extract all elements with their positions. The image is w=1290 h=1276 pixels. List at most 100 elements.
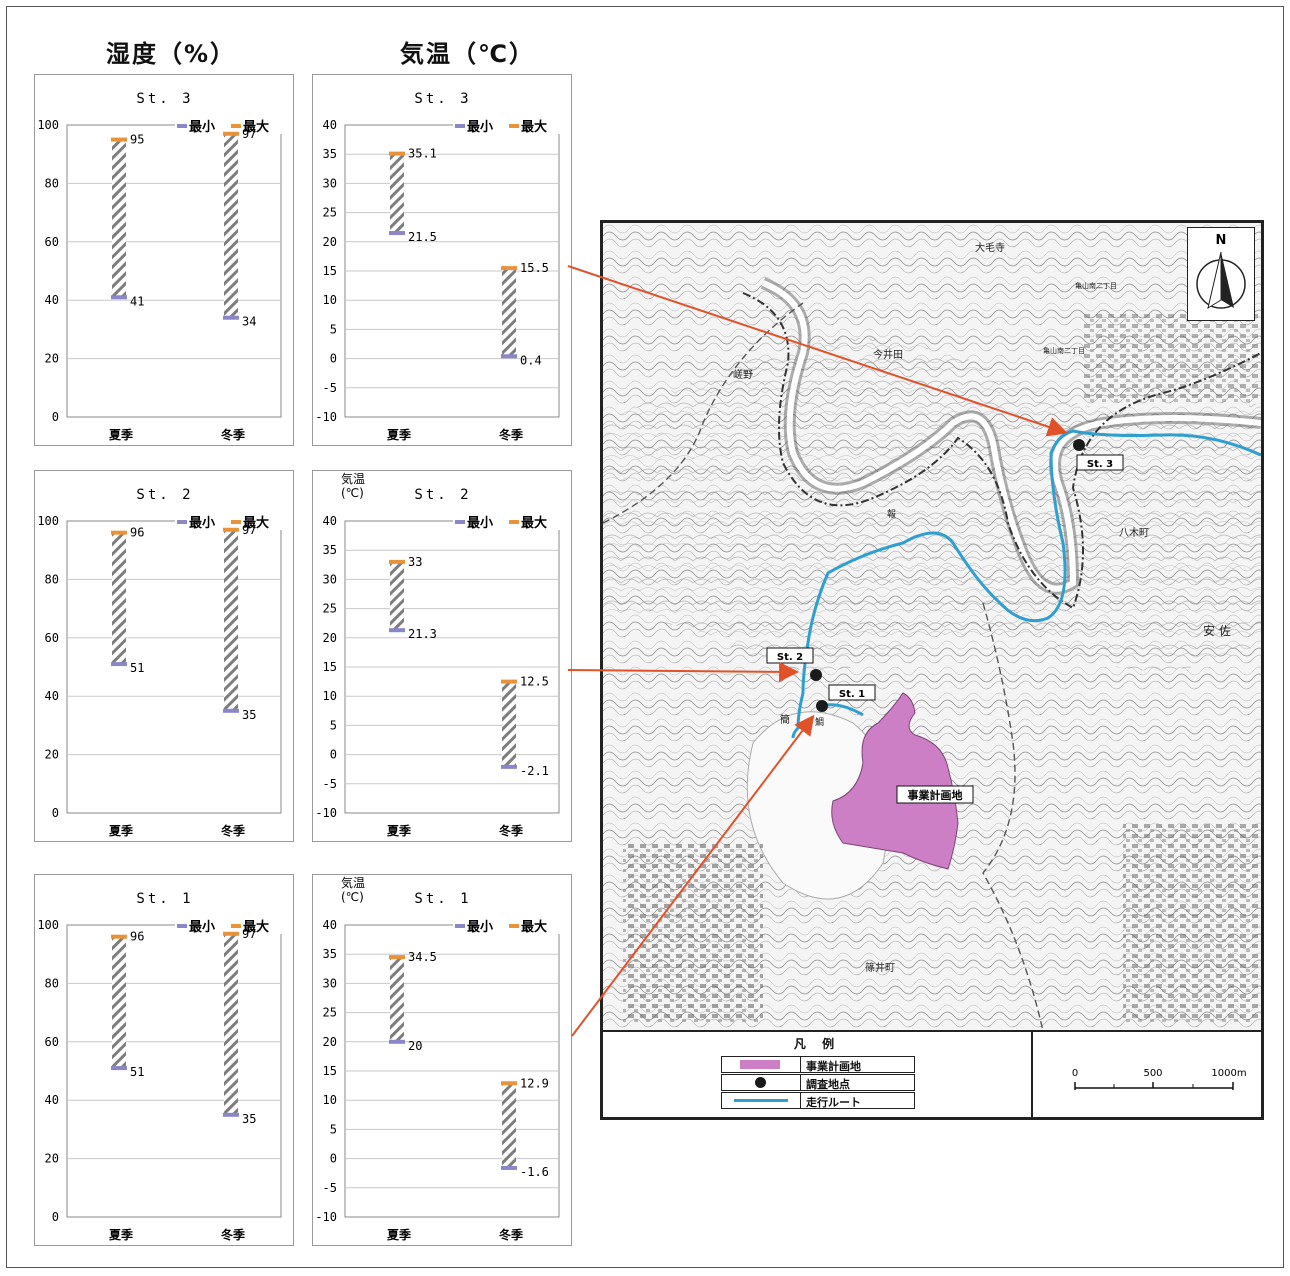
y-tick-label: 0 (330, 352, 337, 366)
station-st2-label: St. 2 (777, 652, 803, 663)
y-tick-label: 35 (323, 947, 337, 961)
y-tick-label: 35 (323, 147, 337, 161)
y-tick-label: 100 (37, 118, 59, 132)
place-name: 亀山南二丁目 (1075, 281, 1117, 290)
plan-area-label-box (896, 785, 974, 804)
compass-needle-right (1221, 252, 1234, 308)
range-bar (390, 561, 404, 631)
max-marker (389, 559, 405, 564)
station-st3-label: St. 3 (1087, 459, 1113, 470)
legend-background (175, 514, 283, 530)
temperature-chart-st2-svg: -10-50510152025303540St. 2気温(℃)最小最大3321.… (315, 471, 561, 838)
legend-background (175, 918, 283, 934)
min-data-label: 34 (242, 315, 256, 329)
temperature-chart-st1-svg: -10-50510152025303540St. 1気温(℃)最小最大34.52… (315, 875, 561, 1242)
max-marker (223, 527, 239, 532)
y-tick-label: 10 (323, 689, 337, 703)
scale-bar: 0 500 1000m (1033, 1032, 1261, 1117)
legend-label-max: 最大 (243, 919, 269, 935)
y-tick-label: 10 (323, 293, 337, 307)
plot-area (66, 124, 282, 418)
x-tick-label: 夏季 (109, 1227, 134, 1242)
y-tick-label: 25 (323, 602, 337, 616)
max-data-label: 33 (408, 555, 422, 569)
x-tick-label: 夏季 (109, 823, 134, 838)
station-st1-point (816, 700, 828, 712)
driving-route (791, 429, 1261, 739)
y-tick-label: 20 (323, 235, 337, 249)
y-tick-label: -5 (323, 381, 337, 395)
legend-box: 凡 例 事業計画地 調査地点 走行ルート (603, 1032, 1033, 1117)
min-marker (501, 1165, 517, 1170)
x-tick-label: 冬季 (221, 1227, 246, 1242)
max-data-label: 97 (242, 927, 256, 941)
y-tick-label: 40 (45, 1093, 59, 1107)
y-tick-label: 25 (323, 1006, 337, 1020)
legend-label-max: 最大 (521, 919, 547, 935)
legend-label-max: 最大 (243, 515, 269, 531)
plan-area-label: 事業計画地 (908, 788, 963, 802)
max-marker (223, 931, 239, 936)
y-tick-label: 20 (323, 1035, 337, 1049)
max-marker (111, 137, 127, 142)
min-data-label: -2.1 (520, 764, 549, 778)
x-tick-label: 冬季 (499, 823, 524, 838)
min-marker (501, 764, 517, 769)
x-tick-label: 冬季 (221, 823, 246, 838)
plot-area (66, 520, 282, 814)
min-marker (223, 708, 239, 713)
y-tick-label: 35 (323, 543, 337, 557)
y-tick-label: 60 (45, 235, 59, 249)
town-north (1083, 313, 1258, 403)
min-marker (389, 231, 405, 236)
x-tick-label: 冬季 (221, 427, 246, 442)
plan-area (831, 692, 959, 870)
station-st3-label-box (1076, 454, 1124, 471)
max-marker (501, 266, 517, 271)
max-data-label: 34.5 (408, 950, 437, 964)
humidity-chart-st2-svg: 020406080100St. 2最小最大9651夏季9735冬季 (37, 487, 283, 838)
min-data-label: 51 (130, 1065, 144, 1079)
max-data-label: 12.5 (520, 675, 549, 689)
topographic-map-svg: St. 3 St. 2 St. 1 事業計画地 大毛寺 今井田 嵯野 亀山南二丁… (603, 223, 1261, 1031)
y-tick-label: 60 (45, 631, 59, 645)
town-west (623, 843, 763, 1023)
min-data-label: 35 (242, 708, 256, 722)
min-marker (223, 315, 239, 320)
max-data-label: 96 (130, 930, 144, 944)
north-arrow: N (1187, 227, 1255, 321)
station-st1-label-box (828, 684, 876, 701)
station-st3-point (1073, 439, 1085, 451)
y-tick-label: 80 (45, 976, 59, 990)
range-bar (390, 957, 404, 1042)
legend-label-min: 最小 (189, 920, 215, 935)
temperature-chart-st3-svg: -10-50510152025303540St. 3最小最大35.121.5夏季… (315, 91, 561, 442)
legend-label: 調査地点 (806, 1078, 850, 1091)
max-data-label: 15.5 (520, 261, 549, 275)
x-tick-label: 冬季 (499, 427, 524, 442)
y-tick-label: 20 (45, 352, 59, 366)
legend-label-max: 最大 (521, 119, 547, 135)
legend-label-max: 最大 (243, 119, 269, 135)
station-st2-point (810, 669, 822, 681)
legend-item-survey-point: 調査地点 (721, 1074, 915, 1091)
y-tick-label: 80 (45, 572, 59, 586)
y-tick-label: 15 (323, 1064, 337, 1078)
max-marker (111, 530, 127, 535)
x-tick-label: 冬季 (499, 1227, 524, 1242)
range-bar (224, 133, 238, 318)
north-label: N (1216, 233, 1227, 248)
scale-tick-label: 0 (1072, 1068, 1078, 1079)
x-tick-label: 夏季 (109, 427, 134, 442)
legend-item-plan-area: 事業計画地 (721, 1056, 915, 1073)
max-data-label: 95 (130, 133, 144, 147)
y-tick-label: -10 (315, 410, 337, 424)
min-data-label: 21.3 (408, 627, 437, 641)
place-name: 大毛寺 (975, 241, 1005, 254)
y-tick-label: 40 (323, 918, 337, 932)
humidity-chart-st1-svg: 020406080100St. 1最小最大9651夏季9735冬季 (37, 891, 283, 1242)
min-data-label: 0.4 (520, 353, 542, 367)
chart-title: St. 3 (414, 91, 471, 107)
legend-label-min: 最小 (189, 516, 215, 531)
